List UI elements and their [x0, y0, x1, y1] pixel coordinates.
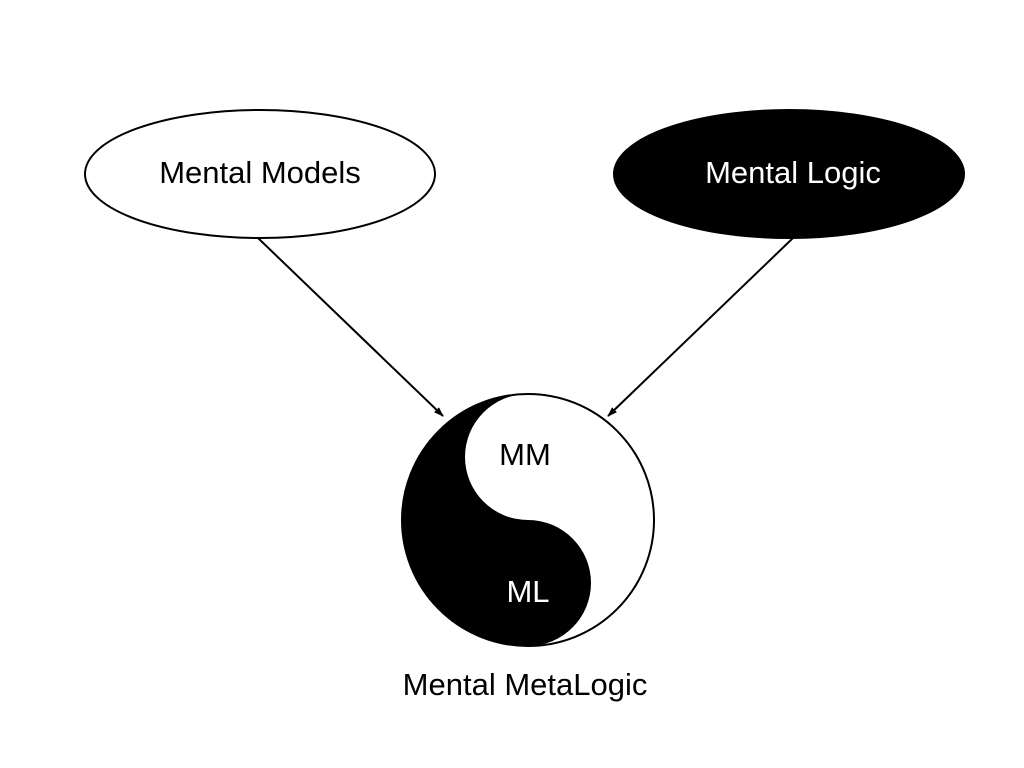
mental-models-ellipse	[84, 109, 436, 239]
arrow-models-to-metalogic	[257, 237, 444, 417]
arrow-logic-to-metalogic	[607, 237, 794, 417]
yin-yang-symbol: MM ML	[401, 393, 655, 647]
mental-logic-ellipse	[613, 109, 965, 239]
yin-yang-outline	[401, 393, 655, 647]
yin-yang-dark-half	[402, 394, 591, 646]
yin-yang-bottom-label: ML	[506, 574, 549, 609]
mental-metalogic-caption: Mental MetaLogic	[403, 667, 648, 702]
mental-models-node: Mental Models	[84, 109, 436, 239]
yin-yang-top-label: MM	[499, 437, 551, 472]
mental-models-label: Mental Models	[159, 155, 361, 190]
mental-logic-node: Mental Logic	[613, 109, 965, 239]
mental-logic-label: Mental Logic	[705, 155, 881, 190]
